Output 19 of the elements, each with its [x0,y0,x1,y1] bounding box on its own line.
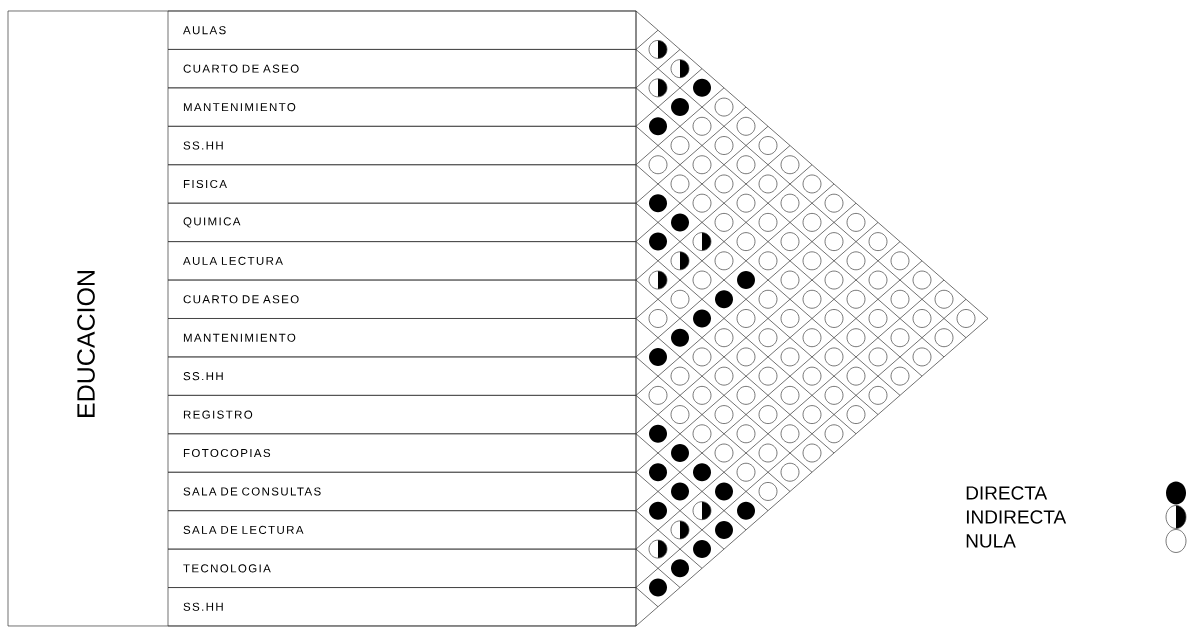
row-box: SALA DE LECTURA [167,510,637,550]
row-box: AULA LECTURA [167,241,637,281]
row-box: REGISTRO [167,395,637,435]
row-box: MANTENIMIENTO [167,318,637,358]
row-box: SS.HH [167,356,637,396]
row-box: SALA DE CONSULTAS [167,471,637,512]
row-box: TECNOLOGIA [167,548,637,588]
row-box: FISICA [167,164,637,204]
row-box: QUIMICA [167,202,637,242]
legend-label: NULA [966,534,1016,548]
row-box: CUARTO DE ASEO [167,49,637,89]
row-box: CUARTO DE ASEO [167,279,637,319]
row-box: AULAS [167,10,637,50]
row-box: SS.HH [167,587,637,627]
row-box: FOTOCOPIAS [167,433,637,473]
legend-label: INDIRECTA [966,510,1067,524]
row-box: MANTENIMIENTO [167,87,637,127]
row-box: SS.HH [167,125,637,166]
legend-label: DIRECTA [966,486,1048,500]
